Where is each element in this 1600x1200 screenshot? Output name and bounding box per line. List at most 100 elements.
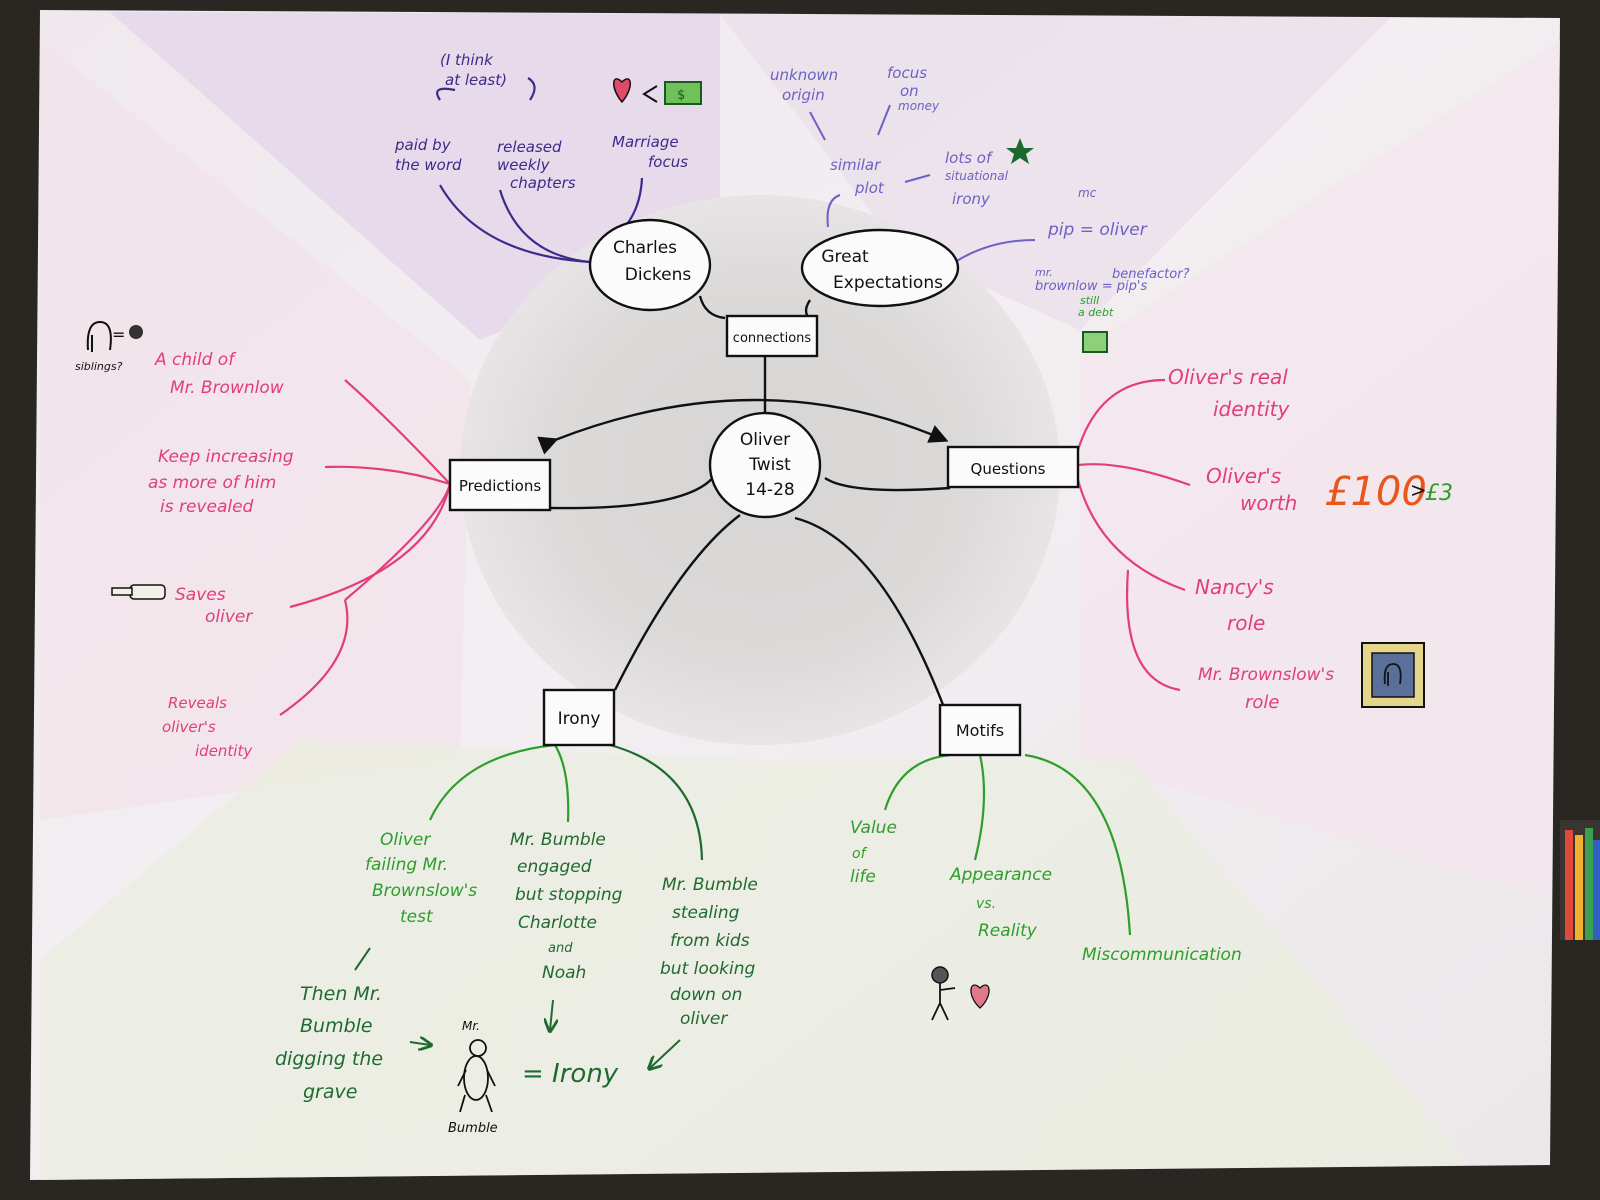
irony-failing-1: Oliver [380, 830, 431, 850]
motif-appearance-3: Reality [978, 921, 1038, 941]
irony-then-1: Then Mr. [300, 983, 382, 1005]
star-icon [1006, 138, 1034, 164]
ge-similar-2: plot [854, 179, 885, 197]
irony-stealing-2: stealing [672, 903, 740, 923]
irony-bumble-stealing: Mr. Bumble stealing from kids but lookin… [660, 875, 758, 1029]
great-line-2: Expectations [833, 273, 943, 293]
ge-money-2: on [900, 82, 919, 100]
irony-engaged-6: Noah [542, 963, 586, 983]
ge-mc: mc [1078, 186, 1097, 200]
node-center[interactable]: Oliver Twist 14-28 [708, 411, 822, 519]
node-connections[interactable]: connections [725, 314, 819, 358]
node-irony[interactable]: Irony [542, 688, 616, 747]
node-great-expectations[interactable]: Great Expectations [800, 228, 960, 308]
money-bill-icon [664, 81, 702, 105]
pink-wedge-right [1080, 40, 1560, 900]
q-identity-1: Oliver's real [1168, 365, 1288, 389]
ge-brownlow-1: mr. [1035, 266, 1053, 279]
ge-unknown-1: unknown [770, 66, 838, 84]
q-identity-2: identity [1213, 397, 1290, 421]
ge-lots-1: lots of [945, 149, 994, 167]
pred-keep-1: Keep increasing [158, 447, 294, 467]
irony-connectors [429, 743, 1132, 936]
pred-saves-1: Saves [175, 585, 226, 605]
pred-child-1: A child of [154, 350, 237, 370]
center-line-3: 14-28 [745, 480, 794, 500]
pounds-gt: > [1410, 478, 1427, 502]
motif-value-2: of [852, 846, 868, 862]
svg-text:Oliver: Oliver [740, 430, 790, 450]
irony-then-4: grave [303, 1081, 357, 1103]
irony-then-2: Bumble [300, 1015, 373, 1037]
face-icon [86, 320, 112, 352]
ge-still-debt: still a debt [1078, 294, 1114, 319]
pred-siblings: siblings? [75, 360, 123, 373]
svg-text:14-28: 14-28 [745, 480, 794, 500]
irony-label: Irony [558, 709, 601, 729]
pred-reveals-2: oliver's [162, 718, 216, 736]
irony-engaged-4: Charlotte [518, 913, 597, 933]
note-paid-1: paid by [394, 136, 452, 154]
heart-less-than-money-doodle: $ [613, 78, 702, 105]
bug-icon [129, 325, 143, 339]
note-think-2: at least) [445, 71, 507, 89]
questions-label: Questions [971, 460, 1046, 478]
bumble-name: Bumble [448, 1121, 498, 1136]
ge-unknown-2: origin [782, 86, 825, 104]
pred-reveals-3: identity [195, 742, 253, 760]
small-money-icon [1082, 331, 1108, 353]
ge-lots-3: irony [952, 190, 991, 208]
motif-value-3: life [850, 867, 876, 887]
note-weekly-3: chapters [510, 174, 576, 192]
ge-notes: unknown origin focus on money similar pl… [770, 64, 1190, 294]
questions-items: Oliver's real identity Oliver's worth Na… [1168, 365, 1334, 713]
predictions-connectors [279, 379, 452, 716]
pink-wedge-left [40, 40, 470, 820]
colored-pencils [1560, 820, 1600, 940]
node-predictions[interactable]: Predictions [448, 458, 552, 512]
green-wedge [40, 740, 1470, 1180]
irony-then: Then Mr. Bumble digging the grave [275, 983, 383, 1103]
q-brownlow-1: Mr. Brownslow's [1198, 665, 1334, 685]
motifs-label: Motifs [956, 721, 1004, 740]
q-worth-1: Oliver's [1206, 464, 1281, 488]
irony-engaged-2: engaged [517, 857, 592, 877]
note-weekly-1: released [497, 138, 562, 156]
charles-line-1: Charles [613, 238, 677, 258]
irony-stealing-4: but looking [660, 959, 756, 979]
q-nancy-1: Nancy's [1195, 575, 1274, 599]
note-marriage-1: Marriage [612, 133, 679, 151]
questions-connectors [1076, 378, 1191, 692]
pounds-comparison: £100 > £3 [1325, 469, 1453, 515]
irony-then-3: digging the [275, 1048, 383, 1070]
ge-brownlow-2: brownlow = pip's [1035, 279, 1147, 294]
ge-connectors [809, 104, 1036, 263]
motifs-value: Value of life [850, 818, 897, 887]
irony-bumble-engaged: Mr. Bumble engaged but stopping Charlott… [510, 830, 623, 983]
main-connectors [537, 295, 951, 711]
mr-bumble-figure: Mr. Bumble [448, 1019, 498, 1136]
ge-money-3: money [898, 99, 940, 113]
svg-text:=: = [112, 325, 125, 344]
ge-pip: pip = oliver [1047, 220, 1148, 240]
bottle-icon [111, 584, 166, 600]
node-charles-dickens[interactable]: Charles Dickens [588, 218, 712, 312]
ge-similar-1: similar [830, 156, 881, 174]
note-think-1: (I think [440, 51, 494, 69]
equals-irony: = Irony [522, 1059, 619, 1089]
node-questions[interactable]: Questions [946, 445, 1080, 489]
great-line-1: Great [821, 247, 869, 267]
svg-text:Twist: Twist [748, 455, 791, 475]
irony-engaged-3: but stopping [515, 885, 623, 905]
ge-brownlow-3: benefactor? [1112, 267, 1190, 282]
figure-heart-doodle [931, 966, 990, 1021]
irony-stealing-5: down on [670, 985, 742, 1005]
siblings-doodle: = siblings? [75, 320, 143, 373]
irony-failing-4: test [400, 907, 434, 927]
portrait-frame-icon [1361, 642, 1425, 708]
pounds-3: £3 [1425, 481, 1453, 506]
ge-still-1: still [1080, 294, 1099, 307]
node-motifs[interactable]: Motifs [938, 703, 1022, 757]
